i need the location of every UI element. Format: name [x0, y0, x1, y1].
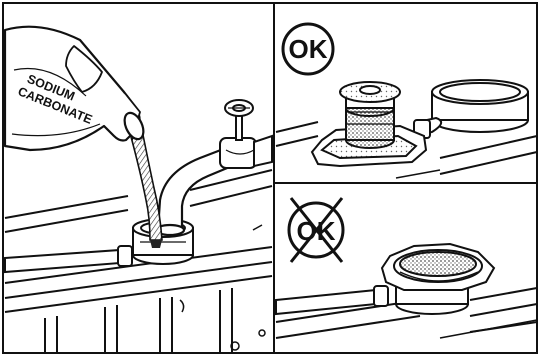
- radiator-cap-removed: [312, 82, 426, 166]
- ok-badge-text: OK: [289, 34, 328, 64]
- overflow-hose-bottom: [276, 286, 388, 314]
- water-tap: [220, 100, 272, 168]
- ok-badge: OK: [283, 24, 333, 74]
- radiator-cap-installed: [382, 244, 494, 290]
- filler-neck-top: [414, 80, 528, 138]
- not-ok-badge: OK: [289, 198, 343, 262]
